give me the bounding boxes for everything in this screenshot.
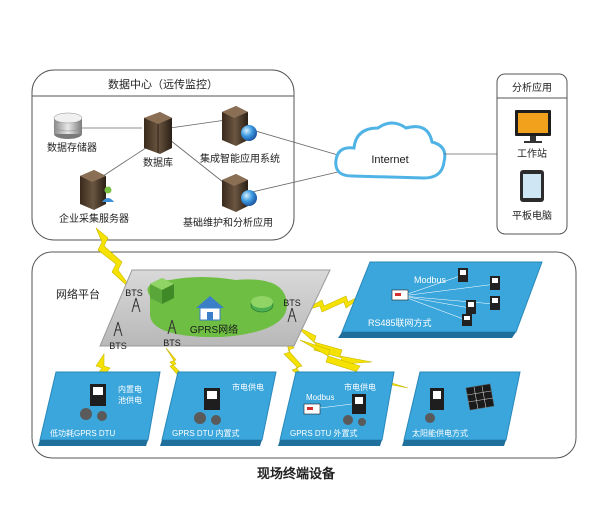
field-device-builtin: 市电供电 GPRS DTU 内置式 xyxy=(160,371,277,446)
rs485-links xyxy=(401,275,497,321)
bts-tower-icon xyxy=(131,297,141,313)
meter-icon xyxy=(490,296,500,310)
globe-icon xyxy=(241,190,257,206)
modbus-gateway-icon xyxy=(303,403,321,415)
meter-icon xyxy=(466,300,476,314)
users-icon xyxy=(102,186,114,202)
storage-icon xyxy=(53,112,83,139)
bts-tower-icon xyxy=(113,321,123,337)
device-caption: GPRS DTU 外置式 xyxy=(290,428,358,438)
lightning-icon xyxy=(299,339,409,389)
storage-label: 数据存储器 xyxy=(47,141,97,154)
device-protocol: Modbus xyxy=(306,393,334,402)
gprs-label: GPRS网络 xyxy=(190,323,238,336)
integrated-system-label: 集成智能应用系统 xyxy=(200,152,280,165)
workstation-label: 工作站 xyxy=(517,147,547,160)
maintenance-server-icon xyxy=(222,174,257,212)
data-center-title: 数据中心（远传监控） xyxy=(108,77,218,91)
analysis-panel: 分析应用 工作站 平板电脑 xyxy=(496,73,568,235)
bts-tower-icon xyxy=(167,319,177,335)
device-note: 市电供电 xyxy=(344,382,376,392)
analysis-title: 分析应用 xyxy=(512,81,552,94)
tablet-icon xyxy=(520,170,544,202)
data-center-panel: 数据中心（远传监控） 数据存储器 数据库 xyxy=(31,69,356,241)
network-title: 网络平台 xyxy=(56,287,100,301)
rs485-caption: RS485联网方式 xyxy=(368,317,432,328)
workstation-monitor-icon xyxy=(515,110,551,143)
database-server-icon xyxy=(144,112,172,154)
dtu-meter-icon xyxy=(343,394,366,426)
bts-label: BTS xyxy=(109,341,127,351)
bts-tower-icon xyxy=(287,307,297,323)
tablet-label: 平板电脑 xyxy=(512,209,552,222)
database-label: 数据库 xyxy=(143,156,173,169)
gateway-cube-icon xyxy=(150,278,174,304)
device-note-line: 内置电 xyxy=(118,384,142,394)
modbus-gateway-icon xyxy=(391,289,409,301)
device-note-line: 池供电 xyxy=(118,395,142,405)
integrated-system-server-icon xyxy=(222,106,257,146)
field-device-solar: 太阳能供电方式 xyxy=(402,371,521,446)
field-device-external: 市电供电 Modbus GPRS DTU 外置式 xyxy=(278,371,395,446)
network-platform: 网络平台 GPRS网络 BTS BTS xyxy=(56,269,331,351)
dtu-meter-icon xyxy=(80,384,107,421)
internet-label: Internet xyxy=(371,154,408,166)
device-note: 内置电 池供电 xyxy=(118,384,144,405)
device-caption: GPRS DTU 内置式 xyxy=(172,428,240,438)
internet-cloud: Internet xyxy=(334,121,505,180)
meter-icon xyxy=(462,314,472,326)
dtu-meter-icon xyxy=(425,388,444,423)
bts-label: BTS xyxy=(163,338,181,348)
maintenance-label: 基础维护和分析应用 xyxy=(183,216,273,229)
device-caption: 太阳能供电方式 xyxy=(412,428,468,438)
field-device-low-power: 内置电 池供电 低功耗GPRS DTU xyxy=(38,371,161,446)
dtu-meter-icon xyxy=(194,388,221,425)
router-icon xyxy=(250,296,274,313)
globe-icon xyxy=(241,125,257,141)
device-note: 市电供电 xyxy=(232,382,264,392)
rs485-panel: Modbus RS485联网方式 xyxy=(338,261,543,338)
collector-label: 企业采集服务器 xyxy=(59,212,129,225)
bts-label: BTS xyxy=(125,288,143,298)
meter-icon xyxy=(490,276,500,290)
rs485-protocol: Modbus xyxy=(414,275,447,285)
cloud-icon xyxy=(334,121,447,180)
meter-icon xyxy=(458,268,468,282)
house-icon xyxy=(196,296,224,321)
device-caption: 低功耗GPRS DTU xyxy=(50,428,116,438)
solar-panel-icon xyxy=(465,383,495,411)
field-title: 现场终端设备 xyxy=(257,466,336,482)
collector-server-icon xyxy=(80,170,114,210)
bts-label: BTS xyxy=(283,298,301,308)
